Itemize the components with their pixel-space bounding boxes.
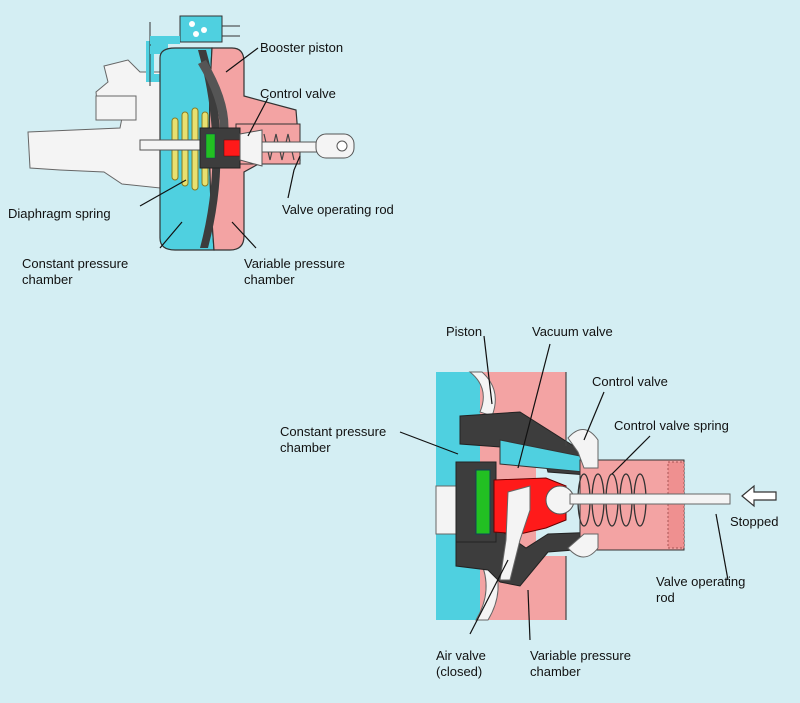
label-control-valve-bottom: Control valve bbox=[592, 374, 668, 389]
label-line: Valve operating bbox=[656, 574, 746, 589]
label-stopped: Stopped bbox=[730, 514, 779, 529]
top-booster-assembly bbox=[27, 15, 355, 251]
bottom-booster-detail bbox=[435, 371, 777, 621]
top-master-cylinder bbox=[27, 59, 161, 189]
top-rod-clevis-hole bbox=[336, 140, 348, 152]
top-air-valve bbox=[223, 139, 243, 157]
top-control-valve bbox=[239, 129, 263, 167]
label-booster-piston: Booster piston bbox=[260, 40, 344, 55]
label-control-valve-top: Control valve bbox=[260, 86, 336, 101]
label-valve-operating-rod-top: Valve operating rod bbox=[282, 202, 394, 217]
top-check-valve-dot bbox=[189, 21, 195, 27]
bottom-filter bbox=[667, 461, 685, 549]
top-reaction-disc bbox=[205, 133, 216, 159]
bottom-control-valve-lower bbox=[567, 533, 599, 558]
label-line: Variable pressure bbox=[530, 648, 631, 663]
label-line: Air valve bbox=[436, 648, 486, 663]
bottom-valve-operating-rod bbox=[569, 493, 731, 505]
bottom-reaction-disc bbox=[475, 469, 491, 535]
label-control-valve-spring: Control valve spring bbox=[614, 418, 729, 433]
label-line: chamber bbox=[280, 440, 331, 455]
label-line: chamber bbox=[22, 272, 73, 287]
top-check-valve-dot bbox=[201, 27, 207, 33]
top-check-valve-pipe bbox=[222, 25, 240, 37]
top-check-valve-dot bbox=[193, 31, 199, 37]
label-line: Variable pressure bbox=[244, 256, 345, 271]
top-rod-clevis bbox=[315, 133, 355, 159]
label-piston: Piston bbox=[446, 324, 483, 339]
stopped-arrow-icon bbox=[741, 484, 777, 508]
label-line: chamber bbox=[530, 664, 581, 679]
top-leader-lines bbox=[139, 47, 301, 249]
label-line: Constant pressure bbox=[22, 256, 129, 271]
label-line: (closed) bbox=[436, 664, 483, 679]
label-line: Constant pressure bbox=[280, 424, 387, 439]
top-booster-piston-plate bbox=[198, 60, 229, 146]
top-check-valve bbox=[179, 15, 223, 43]
bottom-air-valve-plunger bbox=[499, 485, 531, 581]
bottom-control-valve bbox=[567, 429, 599, 469]
label-line: rod bbox=[656, 590, 675, 605]
top-master-cylinder-rib bbox=[95, 95, 137, 121]
label-vacuum-valve: Vacuum valve bbox=[532, 324, 613, 339]
label-line: chamber bbox=[244, 272, 295, 287]
label-diaphragm-spring: Diaphragm spring bbox=[8, 206, 111, 221]
bottom-leader-lines bbox=[399, 335, 729, 641]
